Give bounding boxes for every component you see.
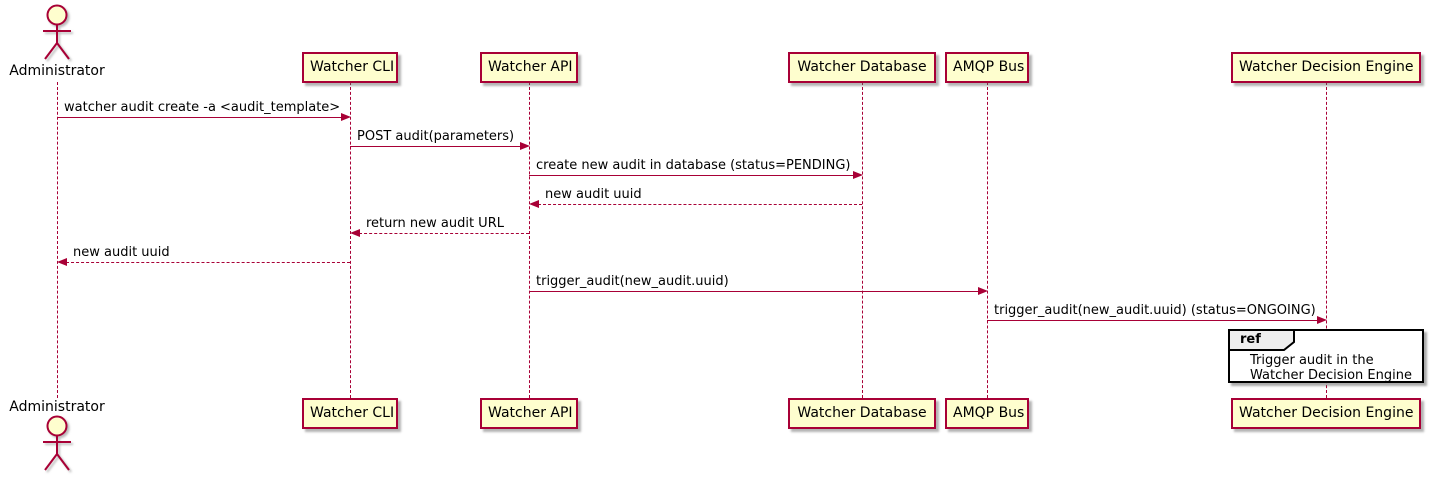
ref-fragment: ref Trigger audit in the Watcher Decisio… — [1228, 329, 1424, 383]
actor-label-bottom: Administrator — [9, 399, 105, 415]
actor-icon — [43, 415, 71, 471]
lifeline-watcher-cli — [350, 82, 351, 398]
lifeline-administrator — [57, 82, 58, 398]
participant-watcher-database-bottom: Watcher Database — [788, 398, 936, 429]
actor-label-top: Administrator — [9, 63, 105, 79]
message-arrow-line — [987, 320, 1317, 321]
participant-watcher-decision-engine-bottom: Watcher Decision Engine — [1231, 398, 1421, 429]
arrowhead-left-icon — [350, 229, 360, 237]
lifeline-watcher-decision-engine — [1326, 82, 1327, 398]
ref-text-line1: Trigger audit in the — [1250, 353, 1374, 368]
arrowhead-right-icon — [853, 171, 863, 179]
participant-amqp-bus-bottom: AMQP Bus — [945, 398, 1029, 429]
actor-icon — [43, 4, 71, 60]
message-arrow-line — [57, 117, 341, 118]
ref-text: Trigger audit in the Watcher Decision En… — [1250, 353, 1412, 383]
lifeline-amqp-bus — [987, 82, 988, 398]
participant-watcher-api-bottom: Watcher API — [480, 398, 578, 429]
arrowhead-right-icon — [1317, 316, 1327, 324]
message-label: POST audit(parameters) — [357, 129, 515, 144]
participant-watcher-api-top: Watcher API — [480, 52, 578, 83]
arrowhead-right-icon — [978, 287, 988, 295]
arrowhead-left-icon — [57, 258, 67, 266]
lifeline-watcher-database — [862, 82, 863, 398]
participant-amqp-bus-top: AMQP Bus — [945, 52, 1029, 83]
ref-text-line2: Watcher Decision Engine — [1250, 368, 1412, 383]
message-arrow-line — [529, 291, 978, 292]
message-arrow-line — [350, 146, 520, 147]
message-label: trigger_audit(new_audit.uuid) — [536, 274, 729, 289]
message-label: new audit uuid — [545, 187, 642, 202]
arrowhead-right-icon — [341, 113, 351, 121]
message-label: new audit uuid — [73, 245, 170, 260]
message-label: create new audit in database (status=PEN… — [536, 158, 851, 173]
message-arrow-line — [66, 262, 350, 263]
ref-keyword: ref — [1240, 332, 1261, 347]
ref-tab-shape — [1228, 329, 1295, 351]
participant-watcher-cli-bottom: Watcher CLI — [302, 398, 398, 429]
message-arrow-line — [359, 233, 529, 234]
message-arrow-line — [538, 204, 862, 205]
participant-watcher-decision-engine-top: Watcher Decision Engine — [1231, 52, 1421, 83]
message-label: watcher audit create -a <audit_template> — [64, 100, 341, 115]
message-arrow-line — [529, 175, 853, 176]
participant-watcher-cli-top: Watcher CLI — [302, 52, 398, 83]
message-label: return new audit URL — [366, 216, 504, 231]
participant-watcher-database-top: Watcher Database — [788, 52, 936, 83]
message-label: trigger_audit(new_audit.uuid) (status=ON… — [994, 303, 1316, 318]
arrowhead-right-icon — [520, 142, 530, 150]
lifeline-watcher-api — [529, 82, 530, 398]
arrowhead-left-icon — [529, 200, 539, 208]
